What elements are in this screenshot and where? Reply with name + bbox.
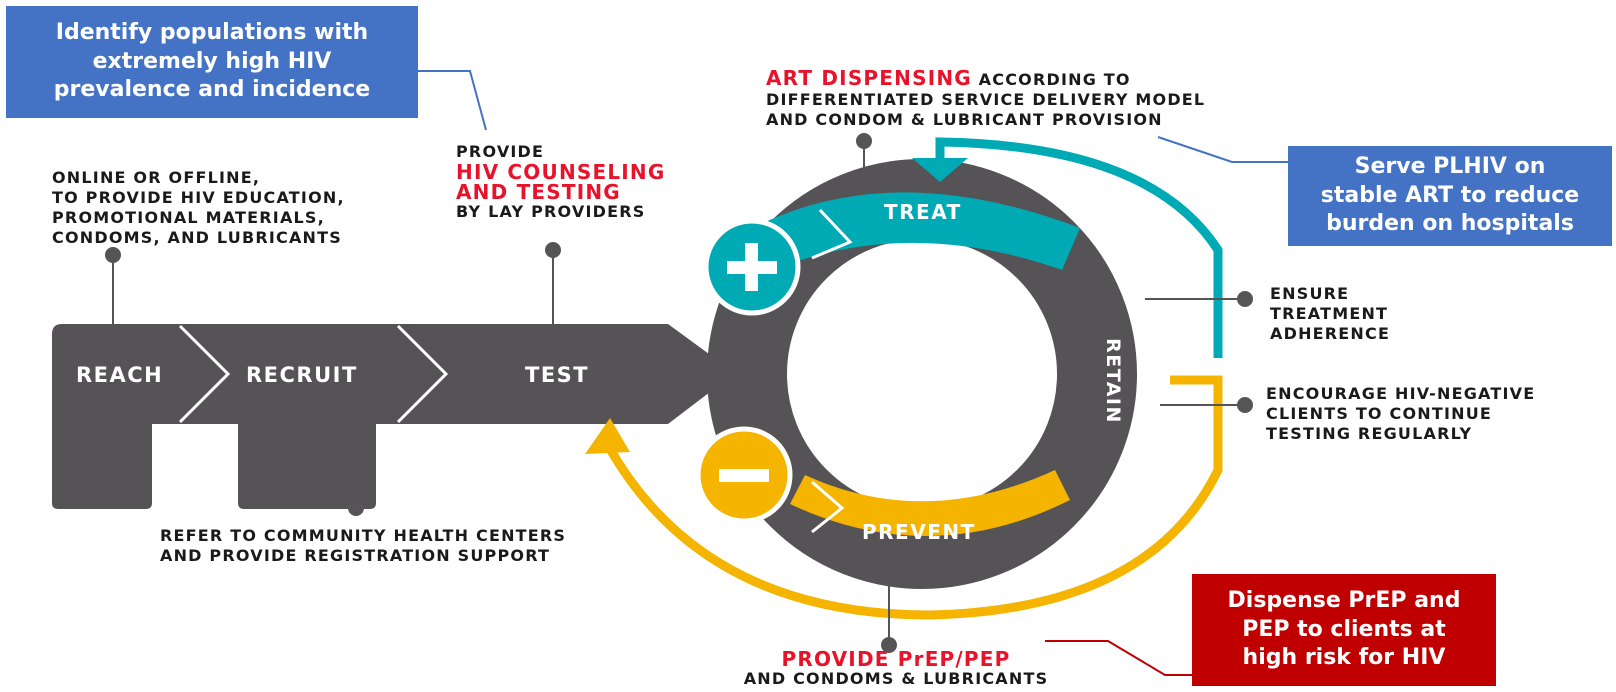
ring-hole <box>788 240 1056 508</box>
test-note-highlight-2: AND TESTING <box>456 180 621 204</box>
recruit-test-divider <box>396 324 449 424</box>
prevent-note: PROVIDE PrEP/PEP AND CONDOMS & LUBRICANT… <box>716 649 1076 689</box>
stage-test: TEST <box>525 363 590 387</box>
recruit-note: REFER TO COMMUNITY HEALTH CENTERS AND PR… <box>160 526 566 566</box>
identify-callout: Identify populations with extremely high… <box>6 6 418 118</box>
test-note-post: BY LAY PROVIDERS <box>456 202 646 221</box>
stage-recruit: RECRUIT <box>246 363 358 387</box>
test-note-pre: PROVIDE <box>456 142 545 161</box>
retest-note: ENCOURAGE HIV-NEGATIVE CLIENTS TO CONTIN… <box>1266 384 1535 444</box>
dispense-line-1: Dispense PrEP and <box>1227 588 1461 614</box>
serve-callout: Serve PLHIV on stable ART to reduce burd… <box>1288 146 1612 246</box>
dispense-line-2: PEP to clients at <box>1242 616 1446 642</box>
adherence-line-3: ADHERENCE <box>1270 324 1391 343</box>
adherence-line-2: TREATMENT <box>1270 304 1389 323</box>
stage-treat: TREAT <box>884 200 962 224</box>
recruit-note-line-2: AND PROVIDE REGISTRATION SUPPORT <box>160 546 551 565</box>
treat-note-rest: ACCORDING TO <box>971 70 1131 89</box>
recruit-note-line-1: REFER TO COMMUNITY HEALTH CENTERS <box>160 526 567 545</box>
reach-note-line-3: PROMOTIONAL MATERIALS, <box>52 208 325 227</box>
treat-note-line-3: AND CONDOM & LUBRICANT PROVISION <box>766 110 1163 129</box>
stage-retain: RETAIN <box>1101 338 1124 424</box>
reach-note-line-4: CONDOMS, AND LUBRICANTS <box>52 228 342 247</box>
retest-line-3: TESTING REGULARLY <box>1266 424 1473 443</box>
identify-line-3: prevalence and incidence <box>53 77 371 103</box>
treat-note: ART DISPENSING ACCORDING TO DIFFERENTIAT… <box>766 68 1205 130</box>
treat-arc-chevron <box>811 208 853 260</box>
treat-return-line <box>935 137 1223 358</box>
serve-line-1: Serve PLHIV on <box>1354 154 1546 180</box>
prevent-note-highlight: PROVIDE PrEP/PEP <box>781 647 1011 671</box>
retest-line-2: CLIENTS TO CONTINUE <box>1266 404 1493 423</box>
serve-line-2: stable ART to reduce <box>1320 182 1580 208</box>
treat-arc <box>765 192 1080 270</box>
plus-icon <box>727 243 777 291</box>
dispense-line-3: high risk for HIV <box>1242 645 1446 671</box>
treat-note-line-1: ART DISPENSING ACCORDING TO <box>766 68 1205 90</box>
reach-note: ONLINE OR OFFLINE, TO PROVIDE HIV EDUCAT… <box>52 168 345 248</box>
identify-line-2: extremely high HIV <box>92 48 332 74</box>
treat-note-highlight: ART DISPENSING <box>766 66 972 90</box>
stage-reach: REACH <box>76 363 164 387</box>
retest-line-1: ENCOURAGE HIV-NEGATIVE <box>1266 384 1536 403</box>
test-note: PROVIDE HIV COUNSELING AND TESTING BY LA… <box>456 142 666 222</box>
dispense-connector <box>1045 640 1192 676</box>
treat-note-line-2: DIFFERENTIATED SERVICE DELIVERY MODEL <box>766 90 1206 109</box>
dispense-callout: Dispense PrEP and PEP to clients at high… <box>1192 574 1496 686</box>
adherence-line-1: ENSURE <box>1270 284 1350 303</box>
reach-note-line-1: ONLINE OR OFFLINE, <box>52 168 261 187</box>
prevent-return-arrowhead <box>585 418 630 454</box>
serve-line-3: burden on hospitals <box>1326 211 1574 237</box>
identify-connector <box>418 70 487 131</box>
identify-line-1: Identify populations with <box>55 20 369 46</box>
stage-prevent: PREVENT <box>862 520 976 544</box>
reach-recruit-divider <box>178 324 231 424</box>
test-note-highlight-1: HIV COUNSELING <box>456 160 666 184</box>
prevent-arc-chevron <box>811 480 845 534</box>
prevent-arc <box>790 470 1070 537</box>
adherence-note: ENSURE TREATMENT ADHERENCE <box>1270 284 1390 344</box>
prevent-note-rest: AND CONDOMS & LUBRICANTS <box>743 669 1049 688</box>
leader-lines <box>105 133 1253 653</box>
reach-note-line-2: TO PROVIDE HIV EDUCATION, <box>52 188 345 207</box>
minus-icon <box>719 469 769 482</box>
serve-connector <box>1157 136 1290 163</box>
treat-return-arrowhead <box>912 158 968 182</box>
prevent-return-line <box>601 375 1223 620</box>
